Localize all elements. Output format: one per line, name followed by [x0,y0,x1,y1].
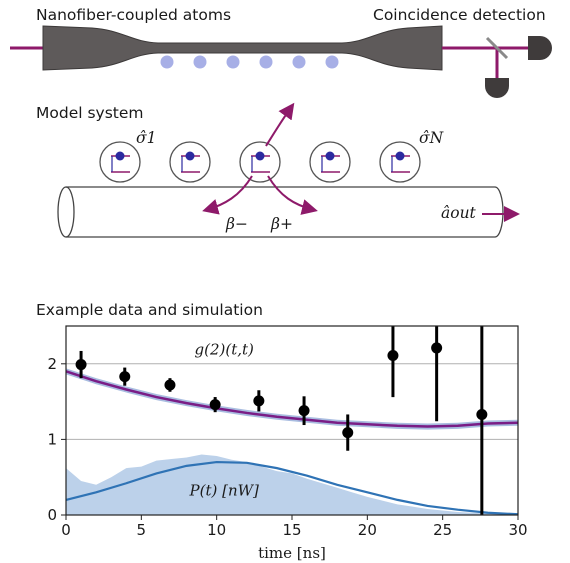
power-measured-area [66,454,518,515]
atom [325,55,339,69]
g2-data-point [342,427,354,439]
setup-diagram [10,25,552,238]
sigma-N-label: σ̂N [419,129,444,147]
y-tick-label: 0 [47,506,57,524]
x-tick-label: 20 [358,521,377,539]
g2-simulation-line [65,370,519,428]
two-level-atom [169,141,211,183]
two-level-atom [309,141,351,183]
g2-data-point [387,349,399,361]
backward-emission-arrow [202,175,253,215]
power-simulation-line [65,460,519,516]
g2-data-point [298,405,310,417]
x-tick-label: 5 [137,521,147,539]
two-level-atom [239,141,281,183]
x-axis-label: time [ns] [258,544,326,562]
x-tick-label: 30 [508,521,527,539]
detector-2 [485,78,509,98]
fiber-end [57,186,75,238]
forward-emission-arrow [267,175,318,215]
g2-data-point [209,399,221,411]
beta-plus-label: β+ [271,215,293,233]
g2-data-point [476,408,488,420]
x-tick-label: 10 [207,521,226,539]
free-space-emission-arrow [265,102,295,147]
two-level-atom [379,141,421,183]
model-atoms [99,141,421,183]
y-tick-label: 1 [47,430,57,448]
tapered-nanofiber [42,25,443,71]
two-level-atom [99,141,141,183]
g2-data-point [431,342,443,354]
example-title: Example data and simulation [36,301,263,319]
x-tick-label: 0 [61,521,71,539]
atom [160,55,174,69]
g2-simulation-band [66,368,518,430]
a-out-label: âout [441,204,476,222]
g2-data-point [164,379,176,391]
g2-data-point [119,371,131,383]
g2-data-point [75,359,87,371]
trapped-atoms [160,55,339,69]
y-tick-label: 2 [47,355,57,373]
model-title: Model system [36,104,144,122]
g2-annotation: g(2)(t,t) [195,341,255,359]
atom [259,55,273,69]
power-annotation: P(t) [nW] [189,481,260,499]
nanofiber-title: Nanofiber-coupled atoms [36,6,232,24]
beta-minus-label: β− [226,215,248,233]
atom [226,55,240,69]
detector-1 [528,36,552,60]
atom [292,55,306,69]
sigma-1-label: σ̂1 [136,129,157,147]
beam-splitter [485,36,509,60]
x-tick-label: 25 [433,521,452,539]
fiber-cylinder [66,186,504,238]
x-tick-label: 15 [282,521,301,539]
g2-data-point [253,395,265,407]
coincidence-title: Coincidence detection [373,6,546,24]
atom [193,55,207,69]
